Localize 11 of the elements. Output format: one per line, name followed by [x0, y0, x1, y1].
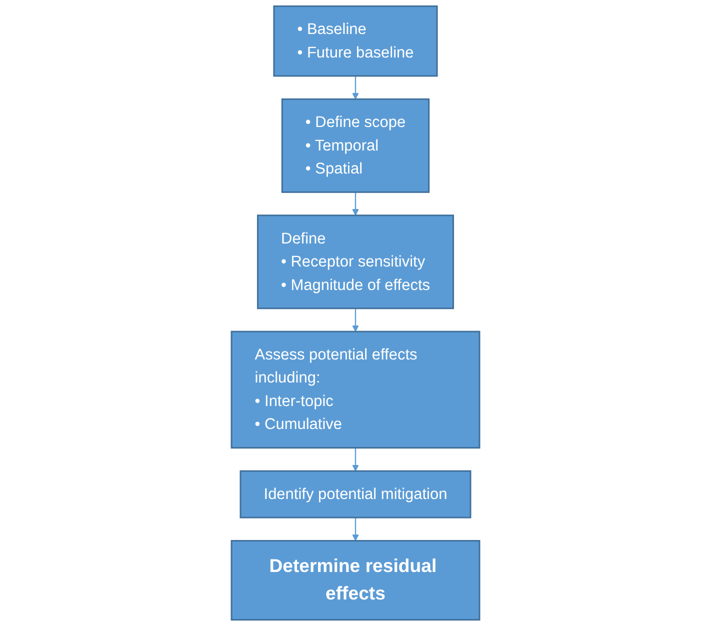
node-box: Determine residual effects — [230, 540, 480, 621]
arrow — [352, 76, 359, 100]
arrow — [352, 518, 359, 542]
node-box: Define • Receptor sensitivity • Magnitude of effects — [256, 214, 454, 310]
arrow — [352, 308, 359, 332]
node-box: • Define scope • Temporal • Spatial — [281, 98, 430, 193]
node-box: Assess potential effects including: • Inter-topic • Cumulative — [230, 330, 480, 449]
node-box: Identify potential mitigation — [240, 470, 472, 518]
node-box: • Baseline • Future baseline — [273, 5, 438, 77]
arrow — [352, 448, 359, 472]
arrow — [352, 192, 359, 216]
